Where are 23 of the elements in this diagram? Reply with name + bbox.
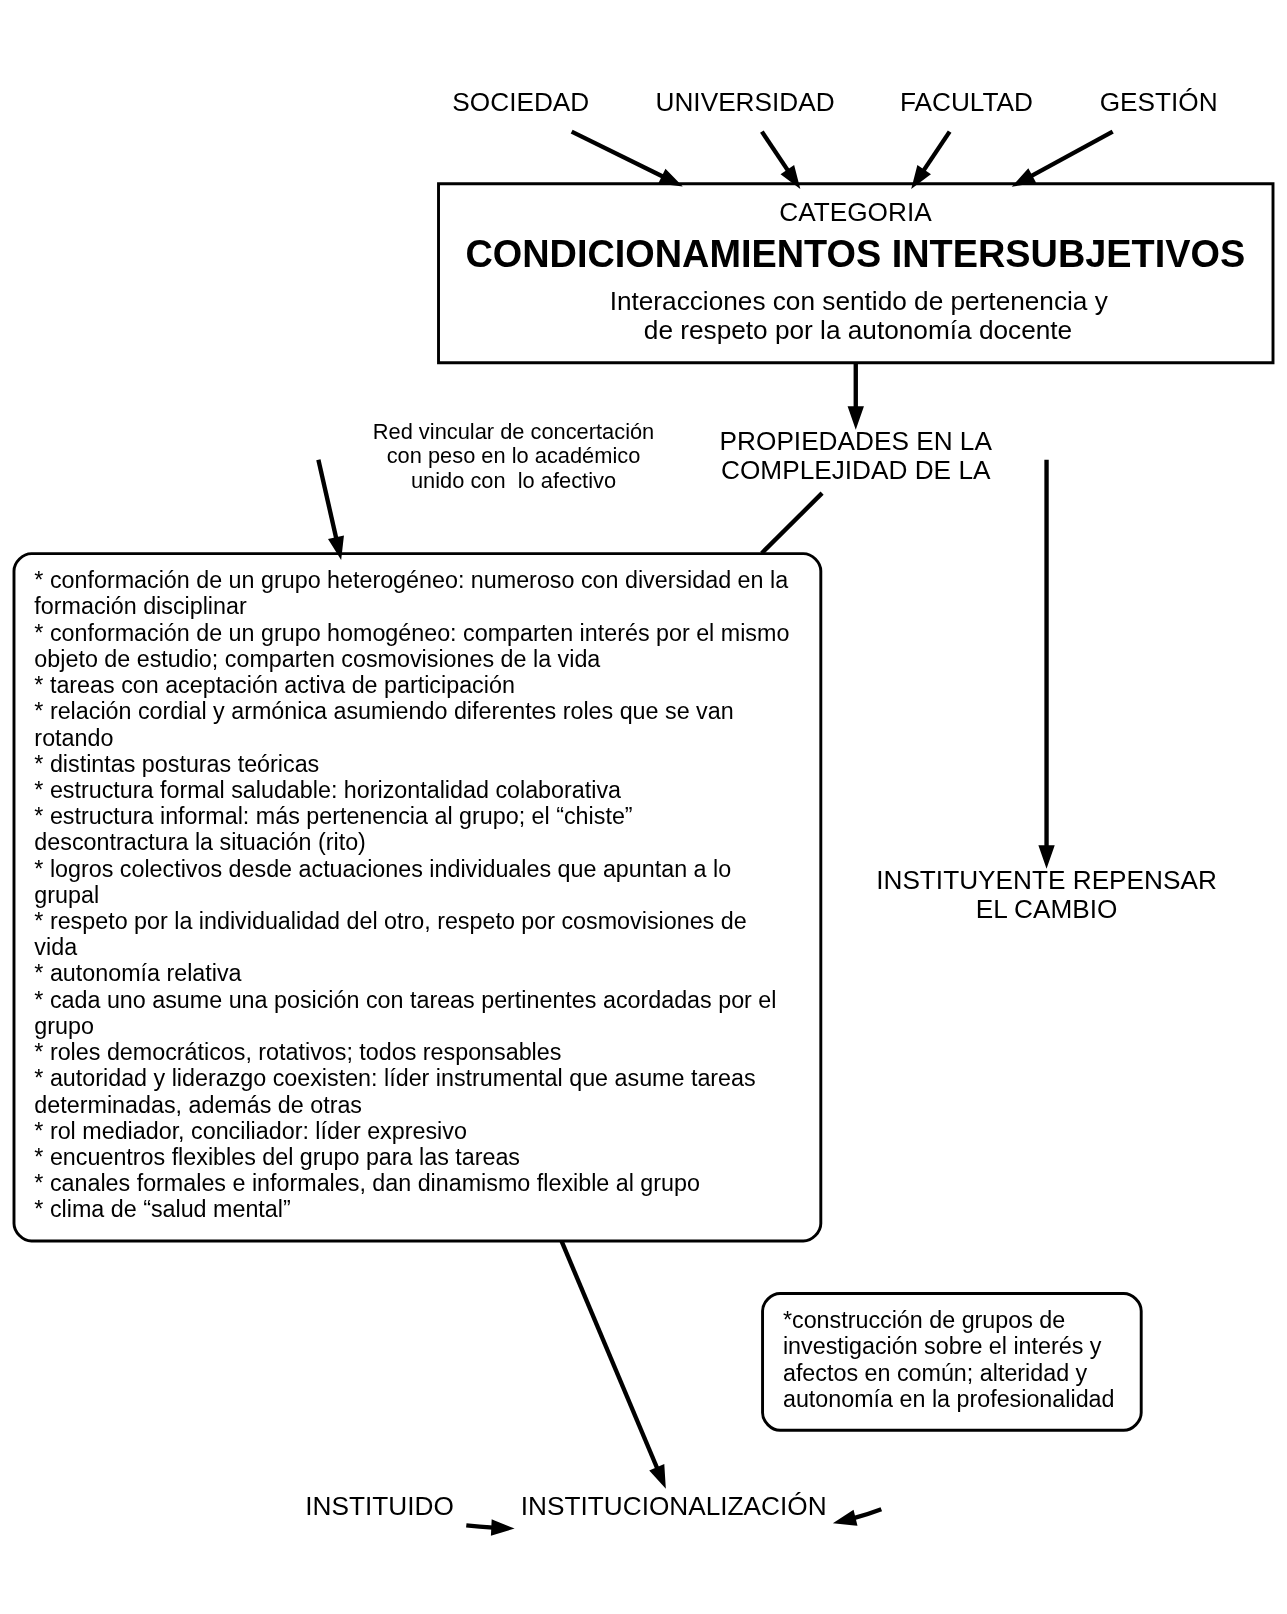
node-text: FACULTAD	[899, 87, 1033, 118]
arrow	[570, 129, 683, 187]
node-text: INSTITUIDO	[305, 1491, 454, 1522]
node-box: CATEGORIA CONDICIONAMIENTOS INTERSUBJETIVOS Interacciones con sentido de pertenencia y de respeto por la autonomía docente	[437, 182, 1275, 365]
node-text: PROPIEDADES EN LA COMPLEJIDAD DE LA	[719, 426, 992, 486]
arrow	[760, 130, 801, 189]
node-box: *construcción de grupos de investigación sobre el interés y afectos en común; alteridad y autonomía en la profesionalidad	[761, 1291, 1143, 1432]
node-text: INSTITUYENTE REPENSAR EL CAMBIO	[876, 865, 1217, 925]
arrow	[832, 1507, 883, 1526]
arrow	[559, 1240, 666, 1489]
arrow	[911, 130, 952, 189]
arrow	[1038, 459, 1055, 869]
node-text: GESTIÓN	[1099, 87, 1218, 118]
arrow	[847, 363, 864, 430]
node-text: SOCIEDAD	[452, 87, 590, 118]
node-box: * conformación de un grupo heterogéneo: numeroso con diversidad en la formación disciplinar * conformación de un grupo homogéneo: comparten interés por el mismo objeto de estudio; comparten cosmovisiones de la vida * tareas con aceptación activa de participación * relación cordial y armónica asumiendo diferentes roles que se van rotando * distintas posturas teóricas * estructura formal saludable: horizontalidad colaborativa * estructura informal: más pertenencia al grupo; el “chiste” descontractura la situación (rito) * logros colectivos desde actuaciones individuales que apuntan a lo grupal * respeto por la individualidad del otro, respeto por cosmovisiones de vida * autonomía relativa * cada uno asume una posición con tareas pertinentes acordadas por el grupo * roles democráticos, rotativos; todos responsables * autoridad y liderazgo coexisten: líder instrumental que asume tareas determinadas, además de otras * rol mediador, conciliador: líder expresivo * encuentros flexibles del grupo para las tareas * canales formales e informales, dan dinamismo flexible al grupo * clima de “salud mental”	[12, 552, 823, 1243]
node-text: UNIVERSIDAD	[655, 87, 835, 118]
arrow	[1011, 129, 1114, 187]
connector	[760, 491, 824, 555]
arrow	[466, 1519, 515, 1536]
node-text: INSTITUCIONALIZACIÓN	[520, 1491, 827, 1522]
label: Red vincular de concertación con peso en lo académico unido con lo afectivo	[372, 418, 655, 494]
arrow	[316, 459, 344, 561]
